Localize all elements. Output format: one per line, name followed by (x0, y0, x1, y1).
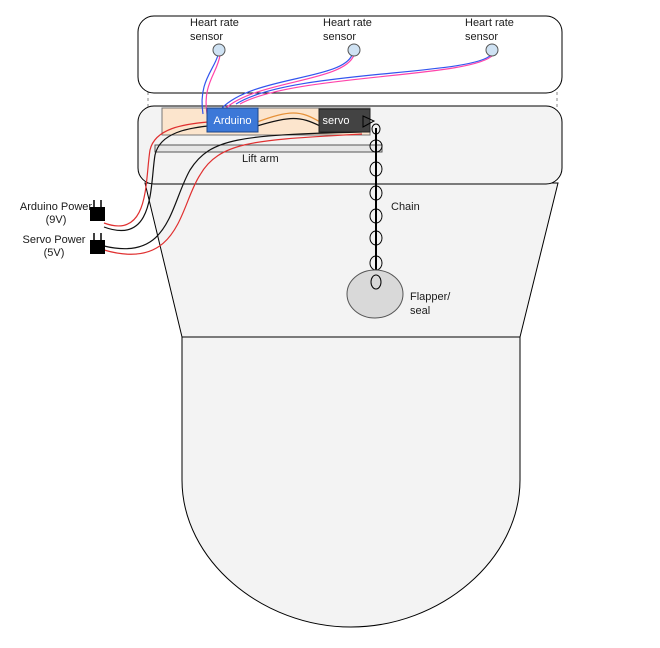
lift-arm (154, 144, 383, 153)
arduino-label: Arduino (214, 115, 252, 127)
chain-link (371, 123, 381, 135)
sensor-label: sensor (323, 31, 356, 43)
chain-label: Chain (391, 201, 420, 213)
toilet-bowl (181, 336, 521, 628)
servo-label: servo (323, 115, 350, 127)
servo-power-wires (103, 131, 363, 255)
sensor-label: Heart rate (323, 17, 372, 29)
chain-link (369, 161, 383, 177)
servo-power-label: Servo Power (23, 234, 86, 246)
flapper-label: Flapper/ (410, 291, 451, 303)
chain-links (369, 123, 383, 271)
servo-motor (318, 108, 371, 133)
heart-rate-sensor (347, 43, 361, 57)
flapper-seal (346, 269, 404, 319)
servo-power-label: (5V) (44, 247, 65, 259)
sensor-label: sensor (190, 31, 223, 43)
chain-link (370, 274, 382, 290)
sensor-label: sensor (465, 31, 498, 43)
sensor-wires (201, 54, 494, 115)
arduino-board (206, 107, 259, 133)
heart-rate-sensor (485, 43, 499, 57)
chain-link (369, 230, 383, 246)
arduino-power-plug-icon (90, 200, 105, 221)
heart-rate-sensor (212, 43, 226, 57)
chain-link (369, 208, 383, 224)
sensor-label: Heart rate (190, 17, 239, 29)
flapper-label: seal (410, 305, 430, 317)
servo-signal-wires (256, 112, 321, 127)
sensor-label: Heart rate (465, 17, 514, 29)
arduino-power-label: Arduino Power (20, 201, 92, 213)
lift-arm-label: Lift arm (242, 153, 279, 165)
toilet-tank-body (144, 182, 559, 338)
servo-power-plug-icon (90, 233, 105, 254)
arduino-power-wires (103, 121, 209, 232)
servo-horn (362, 115, 376, 128)
arduino-power-label: (9V) (46, 214, 67, 226)
chain-link (369, 185, 383, 201)
chain-link (369, 139, 383, 153)
